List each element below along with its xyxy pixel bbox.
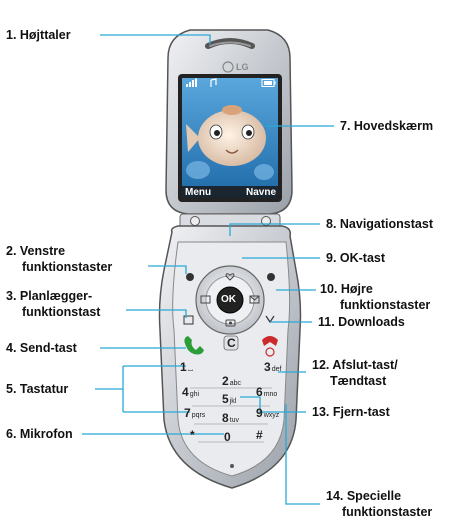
label-special-function-keys-2: funktionstaster <box>342 504 432 520</box>
key-8: 8tuv <box>222 411 239 425</box>
ok-key-label: OK <box>221 294 236 305</box>
label-speaker: 1. Højttaler <box>6 27 71 43</box>
label-right-function-keys-2: funktionstaster <box>340 297 430 313</box>
clear-key-label: C <box>227 336 236 350</box>
label-left-function-keys-2: funktionstaster <box>22 259 112 275</box>
key-2: 2abc <box>222 374 241 388</box>
label-left-function-keys-1: 2. Venstre <box>6 243 65 259</box>
brand-logo-text: LG <box>236 62 249 72</box>
phone-lower-body <box>160 226 301 488</box>
label-main-screen: 7. Hovedskærm <box>340 118 433 134</box>
label-ok-key: 9. OK-tast <box>326 250 385 266</box>
softkey-left-label: Menu <box>185 187 211 198</box>
key-hash: # <box>256 428 263 442</box>
right-soft-key <box>267 273 275 281</box>
label-right-function-keys-1: 10. Højre <box>320 281 373 297</box>
label-special-function-keys-1: 14. Specielle <box>326 488 401 504</box>
key-6: 6mno <box>256 385 277 399</box>
softkey-right-label: Navne <box>246 187 276 198</box>
key-5: 5jkl <box>222 392 236 406</box>
key-0: 0 <box>224 430 231 444</box>
key-3: 3def <box>264 360 281 374</box>
key-7: 7pqrs <box>184 406 205 420</box>
label-downloads: 11. Downloads <box>318 314 405 330</box>
label-scheduler-key-2: funktionstast <box>22 304 100 320</box>
key-1: 1⌴ <box>180 360 193 374</box>
label-end-key-1: 12. Afslut-tast/ <box>312 357 398 373</box>
label-send-key: 4. Send-tast <box>6 340 77 356</box>
microphone <box>230 464 234 468</box>
left-soft-key <box>186 273 194 281</box>
key-9: 9wxyz <box>256 406 279 420</box>
label-keypad: 5. Tastatur <box>6 381 68 397</box>
label-navigation-key: 8. Navigationstast <box>326 216 433 232</box>
label-end-key-2: Tændtast <box>330 373 386 389</box>
label-scheduler-key-1: 3. Planlægger- <box>6 288 92 304</box>
key-star: * <box>190 428 195 442</box>
key-4: 4ghi <box>182 385 199 399</box>
label-microphone: 6. Mikrofon <box>6 426 73 442</box>
label-clear-key: 13. Fjern-tast <box>312 404 390 420</box>
